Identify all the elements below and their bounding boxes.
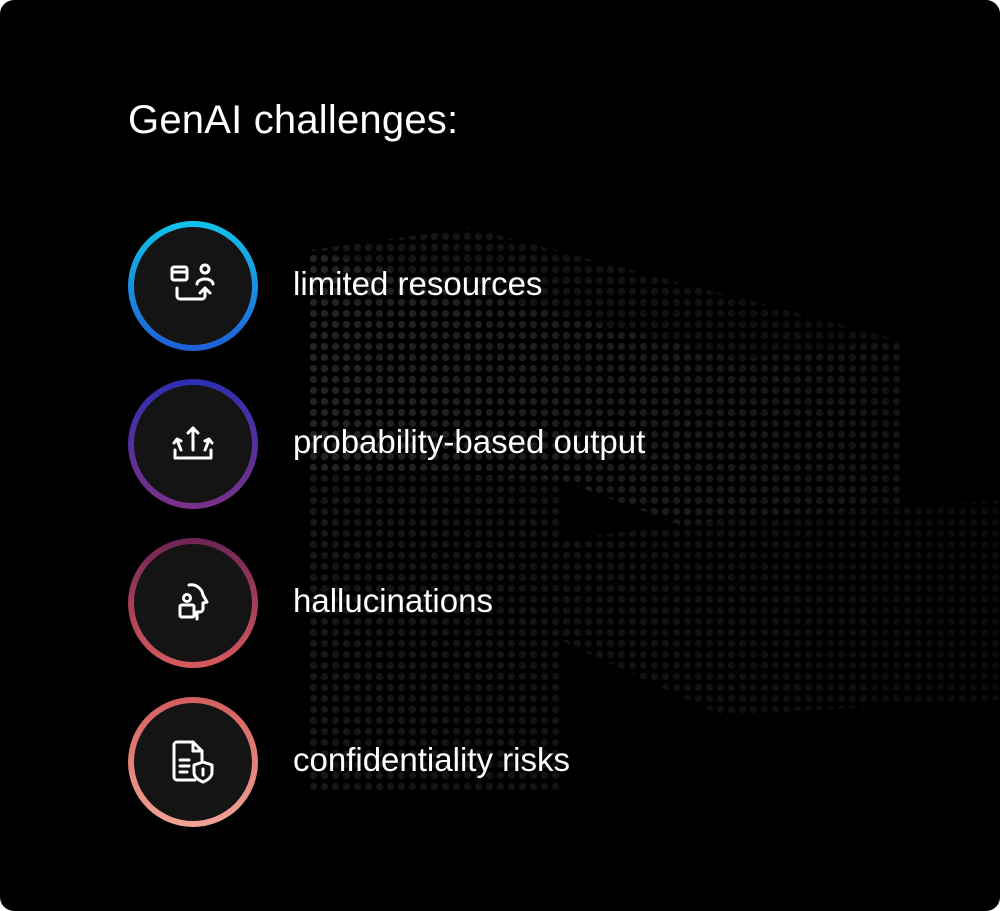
icon-ring: [128, 538, 258, 668]
resources-swap-icon: [170, 263, 215, 301]
page-title: GenAI challenges:: [128, 98, 459, 142]
challenge-label: probability-based output: [293, 423, 646, 460]
icon-ring: [128, 379, 258, 509]
challenge-label: confidentiality risks: [293, 741, 570, 778]
document-shield-icon: [172, 740, 214, 784]
challenge-item-hallucinations: hallucinations: [128, 538, 888, 668]
icon-ring: [128, 221, 258, 351]
head-profile-icon: [178, 583, 209, 621]
challenge-item-limited-resources: limited resources: [128, 221, 888, 351]
challenge-item-probability-based-output: probability-based output: [128, 379, 888, 509]
icon-ring: [128, 697, 258, 827]
output-arrows-icon: [172, 426, 214, 460]
challenge-item-confidentiality-risks: confidentiality risks: [128, 697, 888, 827]
challenge-label: hallucinations: [293, 582, 493, 619]
challenge-label: limited resources: [293, 265, 543, 302]
